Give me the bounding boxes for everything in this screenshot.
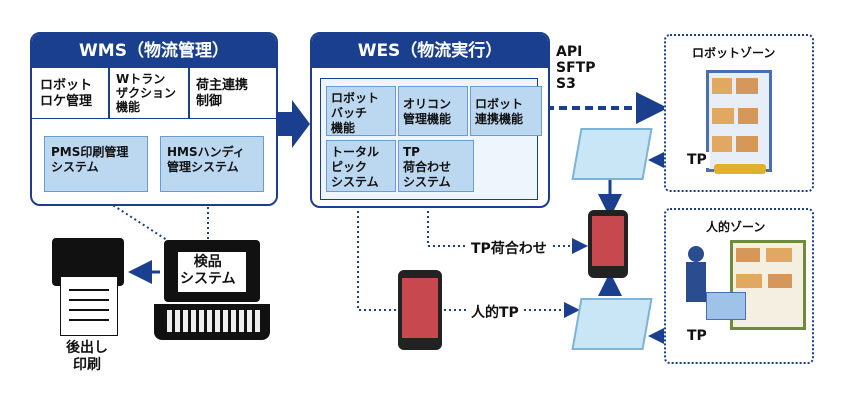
wes-title: WES（物流実行） (312, 34, 548, 68)
robot-zone-panel: ロボットゾーン TP (664, 34, 814, 192)
wes-robot-link: ロボット 連携機能 (470, 86, 542, 136)
printed-sheet (60, 276, 118, 336)
wms-function-row (32, 68, 276, 119)
picking-handheld-icon (398, 270, 442, 350)
wes-container-mgmt: オリコン 管理機能 (398, 86, 468, 136)
laptop-keyboard (154, 304, 270, 340)
wms-shipper-control: 荷主連携 制御 (196, 78, 249, 109)
robot-zone-title: ロボットゾーン (692, 46, 776, 60)
robot-shelf-illustration (706, 70, 772, 174)
matching-handheld-icon (588, 210, 628, 278)
human-zone-panel: 人的ゾーン TP (664, 208, 814, 364)
tp-matching-label: TP荷合わせ (468, 238, 550, 258)
human-tote-icon (571, 298, 653, 350)
wms-w-transaction: Wトラン ザクション 機能 (116, 72, 177, 114)
wes-panel: WES（物流実行） ロボット バッチ 機能 オリコン 管理機能 ロボット 連携機… (310, 32, 550, 208)
wms-title: WMS（物流管理） (32, 34, 276, 68)
inspection-system-label: 検品 システム (180, 254, 236, 287)
robot-zone-tp-label: TP (684, 152, 710, 168)
inspection-laptop-screen (164, 240, 260, 302)
human-tp-label: 人的TP (468, 302, 522, 322)
pms-print-module: PMS印刷管理 システム (44, 136, 148, 192)
robot-tote-icon (571, 128, 653, 180)
wms-robot-location: ロボット ロケ管理 (40, 78, 93, 109)
post-print-label: 後出し 印刷 (66, 340, 108, 373)
human-zone-tp-label: TP (684, 328, 710, 344)
human-zone-title: 人的ゾーン (706, 220, 766, 234)
wes-to-handheld-line (357, 196, 398, 311)
wms-panel: WMS（物流管理） ロボット ロケ管理 Wトラン ザクション 機能 荷主連携 制… (30, 32, 278, 206)
hms-handy-module: HMSハンディ 管理システム (160, 136, 264, 192)
protocols-label: API SFTP S3 (556, 44, 596, 92)
wms-to-wes-arrow (276, 100, 310, 148)
wes-tp-matching: TP 荷合わせ システム (398, 140, 474, 192)
wms-divider-2 (188, 68, 190, 118)
human-picking-illustration (680, 240, 806, 330)
wms-to-inspection-line-left (104, 199, 171, 243)
wms-divider-1 (108, 68, 110, 118)
wes-robot-batch: ロボット バッチ 機能 (326, 86, 396, 136)
wes-total-pick: トータル ピック システム (326, 140, 396, 192)
